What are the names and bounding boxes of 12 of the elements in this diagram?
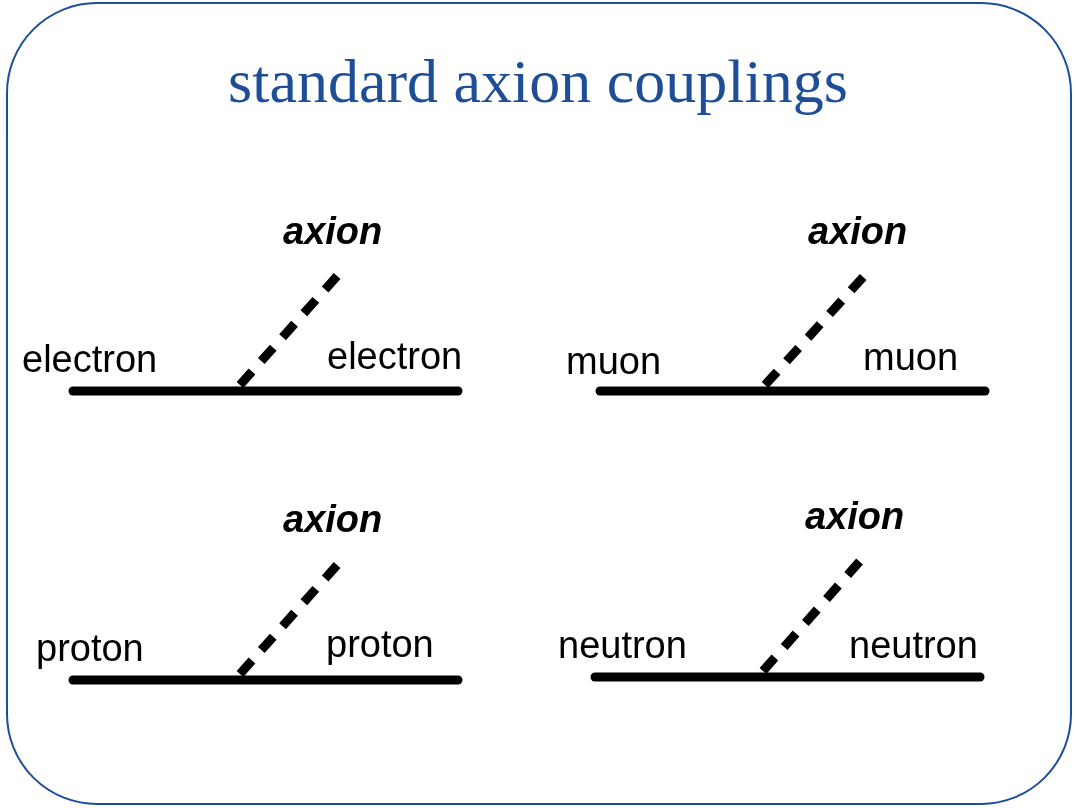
particle-label: axion bbox=[805, 497, 905, 535]
particle-label: proton bbox=[36, 629, 144, 667]
particle-label: electron bbox=[22, 340, 158, 378]
particle-label: axion bbox=[283, 500, 383, 538]
particle-label: axion bbox=[283, 212, 383, 250]
particle-label: muon bbox=[566, 342, 662, 380]
particle-label: electron bbox=[327, 337, 463, 375]
particle-label: proton bbox=[326, 625, 434, 663]
particle-label: muon bbox=[863, 338, 959, 376]
particle-label: neutron bbox=[849, 626, 978, 664]
particle-label: axion bbox=[808, 212, 908, 250]
particle-label: neutron bbox=[558, 626, 687, 664]
